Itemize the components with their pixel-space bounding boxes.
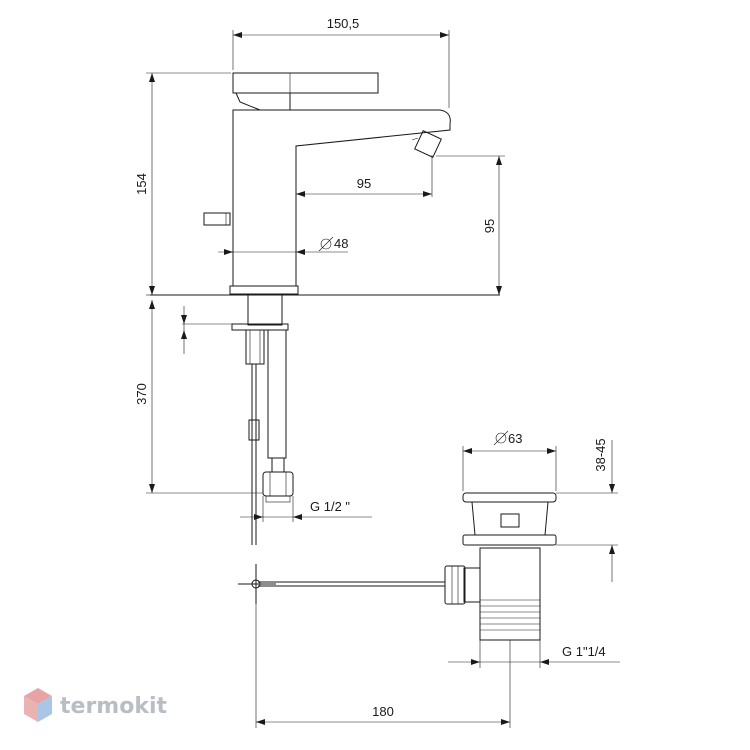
base-ring xyxy=(229,285,299,295)
lever-handle xyxy=(232,72,379,94)
dim-hose-length: 370 xyxy=(134,383,149,405)
aerator xyxy=(414,130,442,158)
dim-total-width: 150,5 xyxy=(327,16,360,31)
dim-waste-thread: G 1"1/4 xyxy=(562,644,606,659)
termokit-logo: termokit xyxy=(24,688,167,722)
flexible-hose xyxy=(267,329,287,459)
hose-end-nut xyxy=(262,471,294,497)
termokit-logo-icon xyxy=(24,688,52,722)
faucet-main-body xyxy=(232,109,451,287)
popup-waste xyxy=(238,492,557,641)
dim-inlet-thread: G 1/2 " xyxy=(310,499,350,514)
mounting-assembly xyxy=(231,294,294,545)
side-connector-nut xyxy=(444,565,466,605)
dim-waste-height-range: 38-45 xyxy=(593,438,608,471)
dim-waste-diameter: 63 xyxy=(508,431,522,446)
dim-height: 154 xyxy=(134,173,149,195)
termokit-logo-text: termokit xyxy=(60,694,167,719)
waste-washer xyxy=(462,534,557,546)
waste-pipe xyxy=(479,547,541,641)
diameter-symbol xyxy=(320,238,332,250)
dim-body-diameter: 48 xyxy=(334,236,348,251)
dim-spout-height: 95 xyxy=(482,219,497,233)
dim-rod-length: 180 xyxy=(372,704,394,719)
dim-spout-reach: 95 xyxy=(357,176,371,191)
lever-neck xyxy=(235,92,291,111)
popup-knob xyxy=(203,212,231,226)
dimension-lines xyxy=(146,30,620,728)
waste-flange xyxy=(462,492,557,503)
faucet-body xyxy=(150,72,500,296)
